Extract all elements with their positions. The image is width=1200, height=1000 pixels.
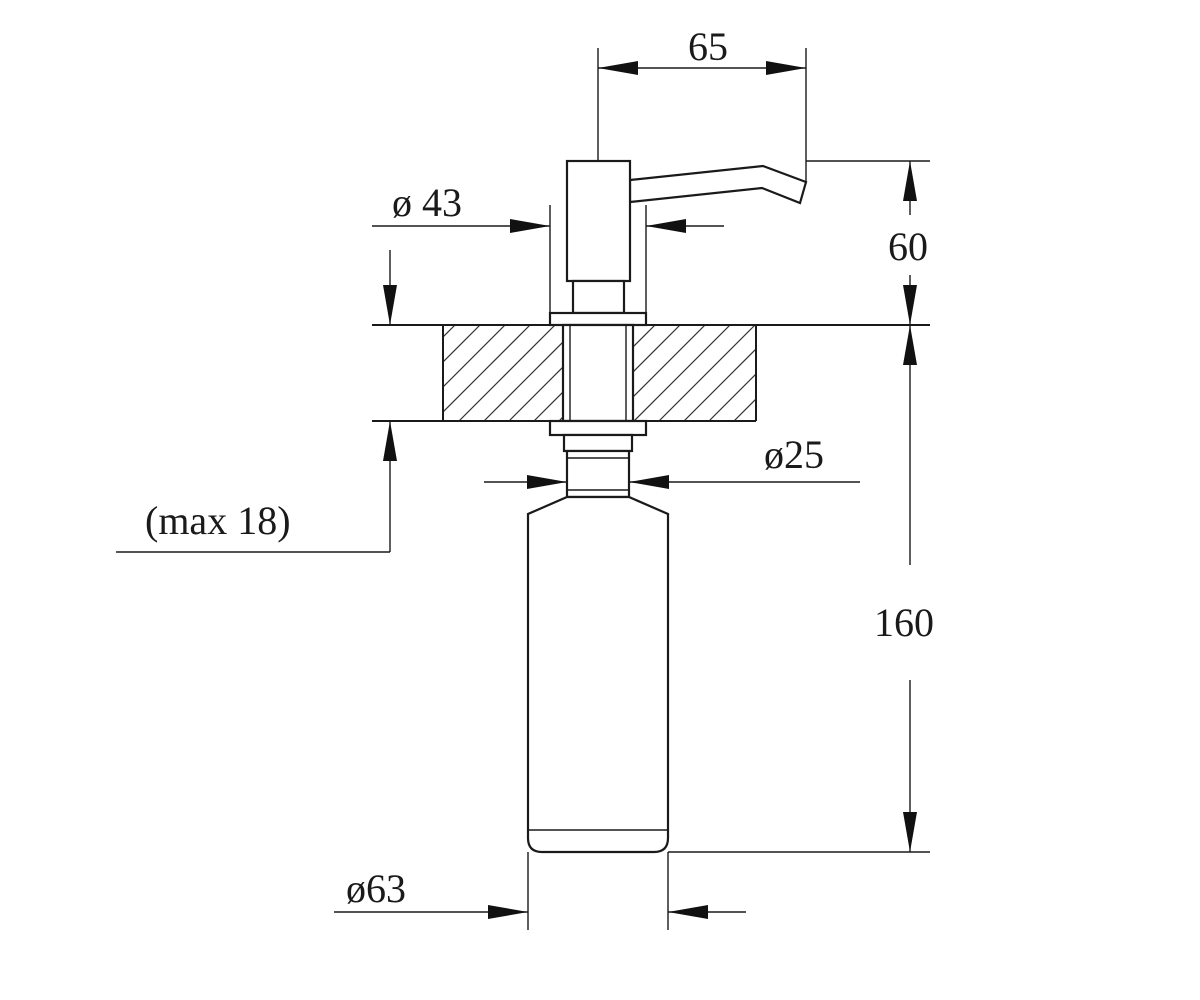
bottle [526, 495, 670, 854]
lower-nut [562, 433, 634, 453]
arrow-head-top [903, 161, 917, 201]
lower-nut-washer [548, 419, 648, 437]
dimension-spout-reach: 65 [597, 24, 807, 182]
arrow-thickness-bottom [383, 421, 397, 461]
arrow-spout-right [766, 61, 806, 75]
arrow-shank-right [629, 475, 669, 489]
arrow-bottle-diameter-right [668, 905, 708, 919]
label-bottle-height: 160 [874, 600, 934, 645]
label-head-height: 60 [888, 224, 928, 269]
arrow-spout-left [598, 61, 638, 75]
arrow-bottle-bottom [903, 812, 917, 852]
label-spout-reach: 65 [688, 24, 728, 69]
dispenser [526, 159, 808, 854]
dimension-max-thickness: (max 18) [116, 250, 397, 553]
pump-head [565, 159, 632, 283]
label-shank-diameter: ø25 [764, 432, 824, 477]
top-flange [548, 311, 648, 327]
arrow-head-bottom [903, 285, 917, 325]
label-head-diameter: ø 43 [392, 180, 462, 225]
arrow-head-diameter-right [646, 219, 686, 233]
arrow-thickness-top [383, 285, 397, 325]
arrow-bottle-top [903, 325, 917, 365]
arrow-bottle-diameter-left [488, 905, 528, 919]
dispenser-spout [628, 164, 808, 205]
arrow-head-diameter-left [510, 219, 550, 233]
shank [561, 323, 635, 423]
dimension-bottle-diameter: ø63 [334, 852, 746, 930]
dimension-shank-diameter: ø25 [484, 432, 860, 489]
dimension-head-diameter: ø 43 [372, 180, 724, 313]
dimension-head-height: 60 [806, 160, 930, 325]
arrow-shank-left [527, 475, 567, 489]
dimension-bottle-height: 160 [668, 325, 934, 853]
label-max-thickness: (max 18) [145, 498, 291, 543]
label-bottle-diameter: ø63 [346, 866, 406, 911]
pump-neck [571, 279, 626, 315]
